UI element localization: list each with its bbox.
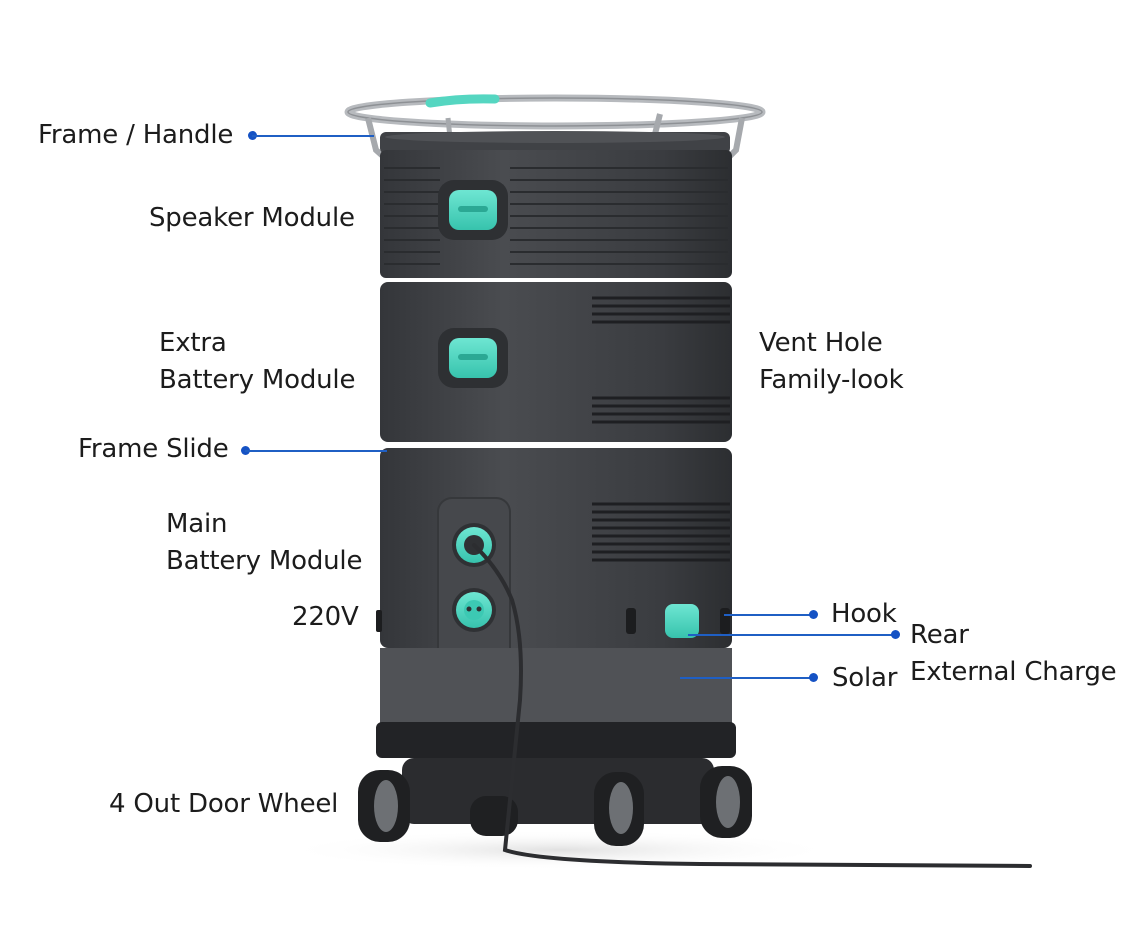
rear-charge-dot <box>891 630 900 639</box>
speaker-module-label: Speaker Module <box>149 203 355 233</box>
frame-slide-leader <box>245 450 387 452</box>
solar-label: Solar <box>832 663 898 693</box>
hook-label: Hook <box>831 599 897 629</box>
frame-handle-leader <box>252 135 374 137</box>
main-battery-label: Main Battery Module <box>166 509 363 576</box>
vent-hole-label: Vent Hole Family-look <box>759 328 904 395</box>
solar-dot <box>809 673 818 682</box>
wheel-label: 4 Out Door Wheel <box>109 789 339 819</box>
hook-dot <box>809 610 818 619</box>
rear-external-charge-label: Rear External Charge <box>910 620 1117 687</box>
extra-battery-label: Extra Battery Module <box>159 328 356 395</box>
hook-leader <box>724 614 814 616</box>
voltage-label: 220V <box>292 602 359 632</box>
rear-charge-leader <box>688 634 896 636</box>
solar-leader <box>680 677 814 679</box>
frame-handle-label: Frame / Handle <box>38 120 234 150</box>
frame-slide-label: Frame Slide <box>78 434 229 464</box>
